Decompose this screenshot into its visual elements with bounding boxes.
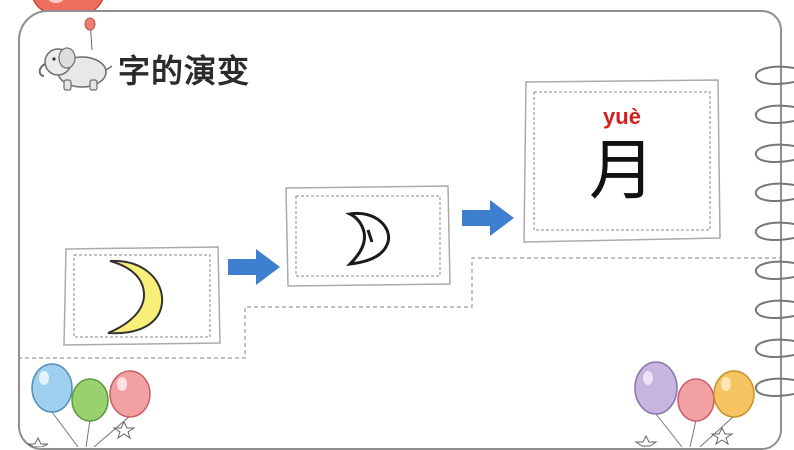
oracle-glyph-card (284, 184, 452, 288)
spiral-ring-icon (754, 377, 794, 398)
spiral-ring-icon (754, 299, 794, 320)
balloon-icon (28, 363, 151, 447)
page-title: 字的演变 (118, 52, 251, 90)
moon-picture-card (62, 245, 222, 347)
spiral-ring-icon (754, 221, 794, 242)
spiral-ring-icon (754, 65, 794, 86)
character-card: yuè 月 (522, 78, 722, 244)
arrow-right-icon (462, 200, 514, 236)
character-label: 月 (589, 132, 655, 209)
spiral-ring-icon (754, 260, 794, 281)
balloon-icon (634, 361, 755, 447)
spiral-ring-icon (754, 104, 794, 125)
oracle-moon-icon (345, 211, 391, 266)
spiral-ring-icon (754, 182, 794, 203)
elephant-icon (38, 17, 113, 91)
spiral-ring-icon (754, 143, 794, 164)
moon-icon (107, 259, 164, 335)
pinyin-label: yuè (603, 104, 641, 129)
arrow-right-icon (228, 249, 280, 285)
spiral-ring-icon (754, 338, 794, 359)
